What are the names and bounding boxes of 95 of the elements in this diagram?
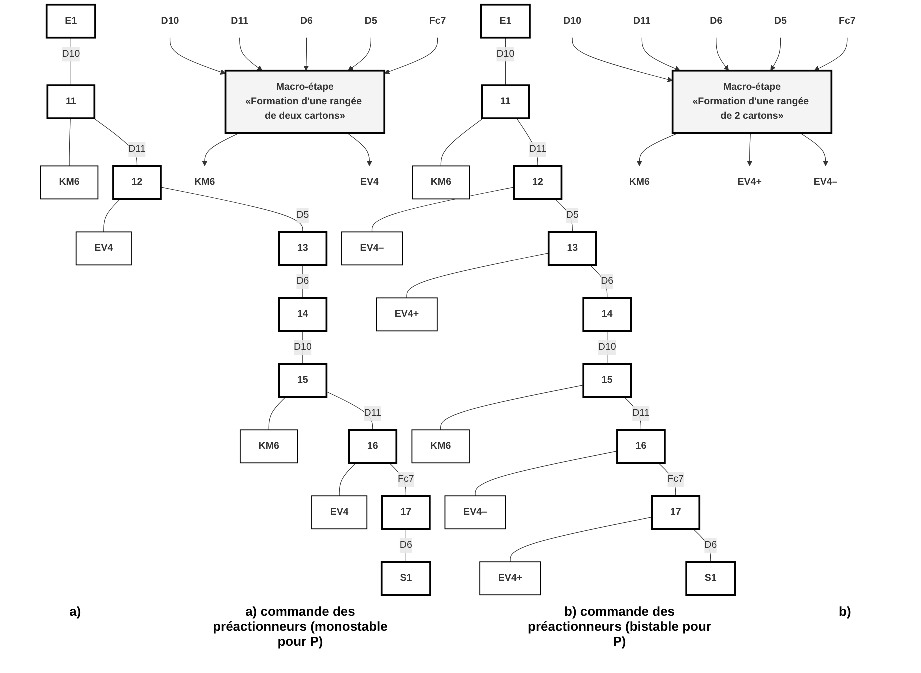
- node-box: 17: [381, 495, 431, 530]
- edge-label: D10: [496, 48, 515, 60]
- arrow: [202, 132, 240, 166]
- node-box: E1: [480, 4, 531, 39]
- node-box: 13: [548, 231, 598, 266]
- arrow: [384, 38, 438, 74]
- arrow: [814, 38, 848, 72]
- node-box: S1: [686, 561, 736, 596]
- node-box: 11: [46, 84, 96, 120]
- node-text: D6: [300, 16, 313, 26]
- connector: [104, 198, 121, 232]
- node-text: D5: [364, 16, 378, 26]
- connector: [505, 38, 506, 86]
- node-box: EV4–: [341, 232, 403, 266]
- caption-label: b) commande des préactionneurs (bistable pour P): [527, 604, 712, 649]
- edge-label: D5: [566, 210, 579, 221]
- edge-label: D11: [529, 144, 547, 155]
- arrow: [770, 38, 782, 72]
- connector: [510, 517, 652, 562]
- node-text: KM6: [629, 177, 650, 188]
- node-box: KM6: [412, 430, 470, 464]
- connector: [440, 385, 584, 430]
- edge-label: Fc7: [668, 474, 684, 485]
- connector: [268, 396, 286, 430]
- edge-label: D6: [601, 276, 614, 287]
- node-box: EV4: [312, 496, 368, 530]
- node-box: 12: [513, 165, 563, 200]
- node-box: 16: [616, 429, 666, 464]
- node-text: D11: [231, 16, 249, 26]
- arrow: [240, 38, 263, 72]
- edge-label: D11: [632, 408, 650, 419]
- node-text: D5: [774, 16, 788, 26]
- node-box: 15: [278, 363, 328, 398]
- connector: [475, 451, 618, 496]
- node-text: D6: [710, 16, 723, 26]
- edge-label: D11: [364, 408, 382, 419]
- node-text: EV4+: [738, 177, 762, 188]
- node-text: EV4–: [814, 177, 838, 188]
- node-text: D10: [161, 16, 180, 26]
- arrow: [304, 38, 310, 72]
- arrow: [747, 132, 753, 166]
- node-box: EV4–: [444, 496, 506, 530]
- node-box: 13: [278, 231, 328, 266]
- arrow: [170, 38, 226, 75]
- node-box: 14: [582, 297, 632, 332]
- node-text: D11: [633, 16, 651, 26]
- node-box: 11: [481, 84, 530, 120]
- caption-label: a): [70, 604, 82, 621]
- connector: [372, 187, 514, 232]
- connector: [326, 392, 374, 430]
- connector: [94, 118, 138, 166]
- arrow: [716, 38, 729, 72]
- node-box: E1: [46, 4, 96, 39]
- node-box: Macro-étape «Formation d'une rangée de 2 cartons»: [672, 70, 833, 134]
- edge-label: D11: [128, 144, 146, 155]
- arrow: [348, 38, 372, 72]
- connector: [69, 118, 71, 166]
- connector: [406, 253, 550, 298]
- connector: [160, 187, 304, 232]
- arrow: [642, 38, 680, 72]
- caption-label: a) commande des préactionneurs (monostable pour P): [212, 604, 389, 649]
- edge-label: D10: [294, 342, 312, 353]
- node-box: 16: [348, 429, 398, 464]
- connector: [70, 38, 72, 86]
- caption-label: b): [839, 604, 852, 621]
- connector: [440, 118, 484, 166]
- node-box: Macro-étape «Formation d'une rangée de deux cartons»: [224, 70, 386, 134]
- edge-label: D6: [296, 276, 310, 287]
- node-box: KM6: [40, 166, 99, 200]
- node-box: EV4: [76, 232, 132, 266]
- arrow: [347, 132, 372, 166]
- node-text: Fc7: [838, 16, 856, 26]
- node-box: 15: [582, 363, 632, 398]
- node-box: KM6: [240, 430, 298, 464]
- arrow: [636, 132, 679, 166]
- node-box: 14: [278, 297, 328, 332]
- edge-label: D6: [704, 540, 718, 550]
- node-box: EV4+: [376, 298, 438, 332]
- edge-label: D10: [598, 342, 616, 353]
- node-box: 17: [651, 495, 701, 530]
- node-text: Fc7: [429, 16, 446, 26]
- node-box: EV4+: [480, 562, 542, 596]
- edge-label: Fc7: [398, 474, 414, 485]
- edge-label: D6: [400, 540, 412, 550]
- connector: [339, 462, 356, 496]
- node-box: KM6: [412, 166, 470, 200]
- node-text: D10: [564, 16, 582, 26]
- edge-label: D10: [62, 48, 80, 60]
- node-box: 12: [112, 165, 162, 200]
- edge-label: D5: [296, 210, 310, 221]
- node-box: S1: [380, 561, 432, 596]
- arrow: [800, 132, 828, 166]
- node-text: KM6: [194, 177, 216, 188]
- node-text: EV4: [360, 177, 379, 188]
- arrow: [572, 38, 674, 82]
